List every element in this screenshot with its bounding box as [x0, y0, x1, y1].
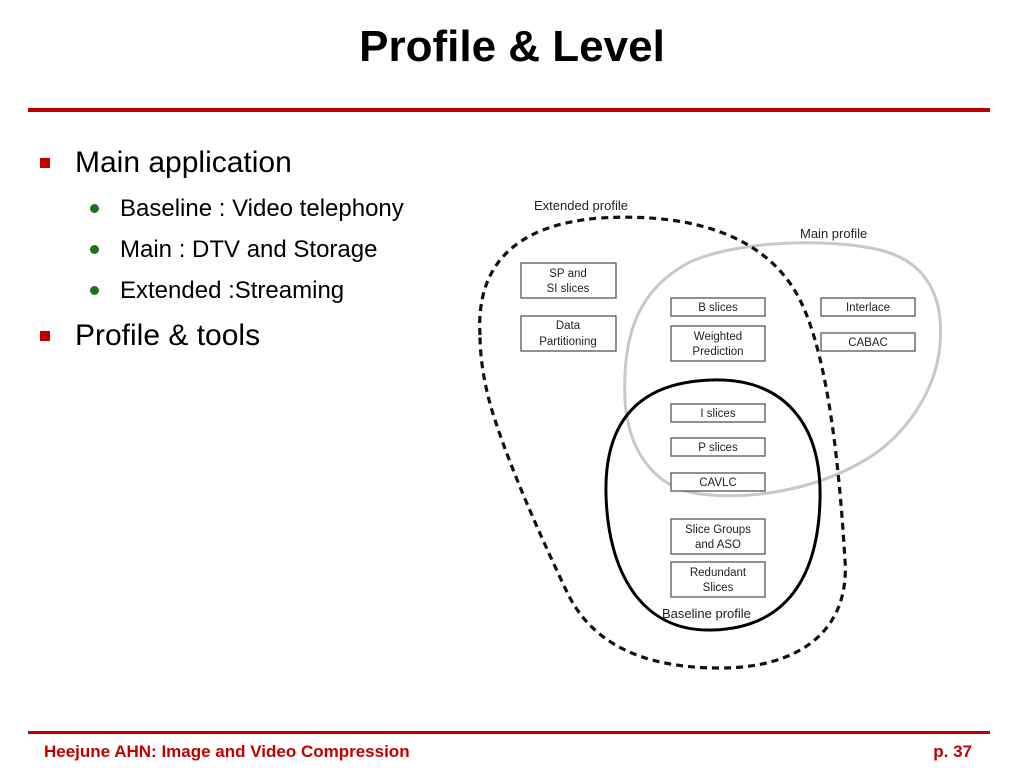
svg-text:B slices: B slices [698, 302, 738, 314]
sub-bullet-text: Extended :Streaming [120, 277, 345, 304]
svg-text:Data: Data [556, 320, 581, 332]
svg-text:SI slices: SI slices [547, 283, 590, 295]
svg-text:CAVLC: CAVLC [699, 477, 737, 489]
round-bullet-icon [90, 286, 99, 295]
sub-bullet-text: Main : DTV and Storage [120, 236, 378, 263]
round-bullet-icon [90, 245, 99, 254]
sub-bullet-text: Baseline : Video telephony [120, 195, 404, 222]
svg-text:P slices: P slices [698, 442, 738, 454]
slide-title: Profile & Level [359, 22, 665, 71]
square-bullet-icon [40, 158, 50, 168]
box-cabac: CABAC [820, 332, 916, 352]
box-weighted-prediction: Weighted Prediction [670, 325, 766, 362]
footer-course-title: Heejune AHN: Image and Video Compression [44, 742, 410, 761]
svg-text:Partitioning: Partitioning [539, 336, 597, 348]
title-divider [28, 108, 990, 112]
baseline-profile-label: Baseline profile [662, 606, 751, 621]
svg-text:and ASO: and ASO [695, 539, 741, 551]
footer-page-number: p. 37 [933, 742, 972, 761]
footer-divider [28, 731, 990, 734]
svg-text:CABAC: CABAC [848, 337, 888, 349]
box-cavlc: CAVLC [670, 472, 766, 492]
svg-text:Prediction: Prediction [692, 346, 743, 358]
baseline-profile-region [604, 378, 822, 632]
box-b-slices: B slices [670, 297, 766, 317]
round-bullet-icon [90, 204, 99, 213]
box-i-slices: I slices [670, 403, 766, 423]
svg-text:Slice Groups: Slice Groups [685, 524, 751, 536]
svg-text:Redundant: Redundant [690, 567, 747, 579]
main-profile-region [623, 241, 943, 498]
square-bullet-icon [40, 331, 50, 341]
main-profile-label: Main profile [800, 226, 867, 241]
box-redundant-slices: Redundant Slices [670, 561, 766, 598]
svg-text:Weighted: Weighted [694, 331, 742, 343]
svg-text:I slices: I slices [700, 408, 735, 420]
bullet-text: Main application [75, 146, 292, 179]
box-interlace: Interlace [820, 297, 916, 317]
extended-profile-label: Extended profile [534, 198, 628, 213]
box-p-slices: P slices [670, 437, 766, 457]
box-slice-groups-aso: Slice Groups and ASO [670, 518, 766, 555]
svg-text:Interlace: Interlace [846, 302, 890, 314]
bullet-text: Profile & tools [75, 319, 261, 352]
box-data-partitioning: Data Partitioning [520, 315, 617, 352]
box-sp-si-slices: SP and SI slices [520, 262, 617, 299]
svg-text:Slices: Slices [703, 582, 734, 594]
svg-text:SP and: SP and [549, 268, 587, 280]
